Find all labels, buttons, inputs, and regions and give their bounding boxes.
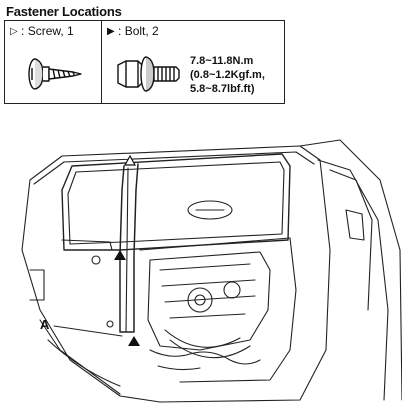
screw-illustration [28,58,82,90]
bolt-legend-text: : Bolt, 2 [114,24,159,38]
screw-marker-top [123,154,137,166]
torque-spec: 7.8~11.8N.m (0.8~1.2Kgf.m, 5.8~8.7lbf.ft… [190,54,265,96]
screw-legend-text: : Screw, 1 [17,24,74,38]
division-channel [119,163,139,333]
callout-a-label: A [40,317,50,332]
rear-door-diagram: A [21,139,402,403]
screw-legend-box: ▷ : Screw, 1 [4,20,102,104]
bolt-legend-box: ▶ : Bolt, 2 7.8~11.8N.m (0.8~1.2Kgf.m, 5… [101,20,285,104]
torque-line-kgf: (0.8~1.2Kgf.m, [190,69,265,81]
bolt-legend-label: ▶ : Bolt, 2 [107,24,159,38]
window-frame [61,153,291,251]
bolt-marker-upper [114,250,126,260]
bolt-marker-lower [128,336,140,346]
solid-triangle-icon: ▶ [107,26,115,37]
bolt-illustration [117,56,180,92]
screw-legend-label: ▷ : Screw, 1 [10,24,74,38]
page-title: Fastener Locations [6,4,122,19]
callout-a-leader [53,325,123,337]
vehicle-body [299,139,402,401]
torque-line-nm: 7.8~11.8N.m [190,55,254,67]
hollow-triangle-icon: ▷ [10,26,18,37]
torque-line-lbf: 5.8~8.7lbf.ft) [190,83,255,95]
